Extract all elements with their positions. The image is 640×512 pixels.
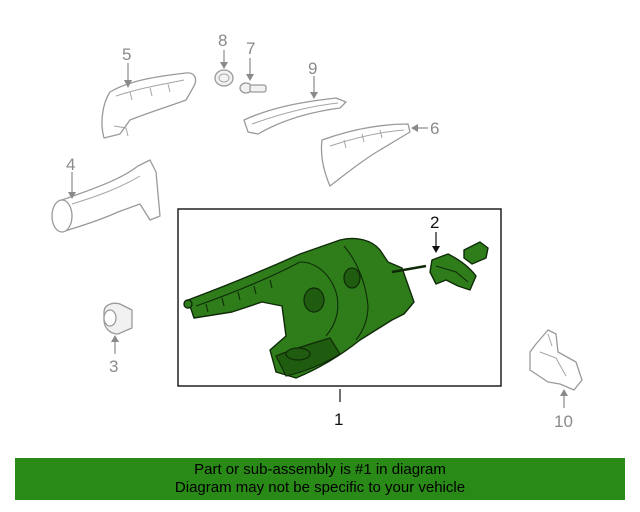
callout-3: 3 xyxy=(109,357,118,376)
part-7-screw[interactable] xyxy=(239,82,267,94)
callout-5: 5 xyxy=(122,45,131,64)
part-6-boot[interactable] xyxy=(320,123,411,187)
diagram-notice-banner: Part or sub-assembly is #1 in diagram Di… xyxy=(15,458,625,500)
callout-2: 2 xyxy=(430,213,439,232)
callout-10: 10 xyxy=(554,412,573,431)
callout-8: 8 xyxy=(218,31,227,50)
part-8-clip[interactable] xyxy=(214,69,234,87)
part-1-parking-brake-assembly[interactable] xyxy=(183,237,427,379)
callout-4: 4 xyxy=(66,155,75,174)
notice-line-1: Part or sub-assembly is #1 in diagram xyxy=(194,461,446,478)
part-9-cover-strip[interactable] xyxy=(243,97,347,135)
part-5-trim-panel[interactable] xyxy=(101,72,197,139)
part-4-handle-grip[interactable] xyxy=(51,159,161,233)
callout-9: 9 xyxy=(308,59,317,78)
part-2-bracket[interactable] xyxy=(429,241,489,291)
notice-line-2: Diagram may not be specific to your vehi… xyxy=(174,479,466,496)
part-10-bracket[interactable] xyxy=(529,329,583,391)
part-3-button[interactable] xyxy=(103,302,133,335)
parts-diagram: 5 8 7 9 6 4 3 xyxy=(51,31,583,431)
callout-1: 1 xyxy=(334,410,343,429)
callout-6: 6 xyxy=(430,119,439,138)
assembly-frame xyxy=(177,208,502,387)
callout-7: 7 xyxy=(246,39,255,58)
